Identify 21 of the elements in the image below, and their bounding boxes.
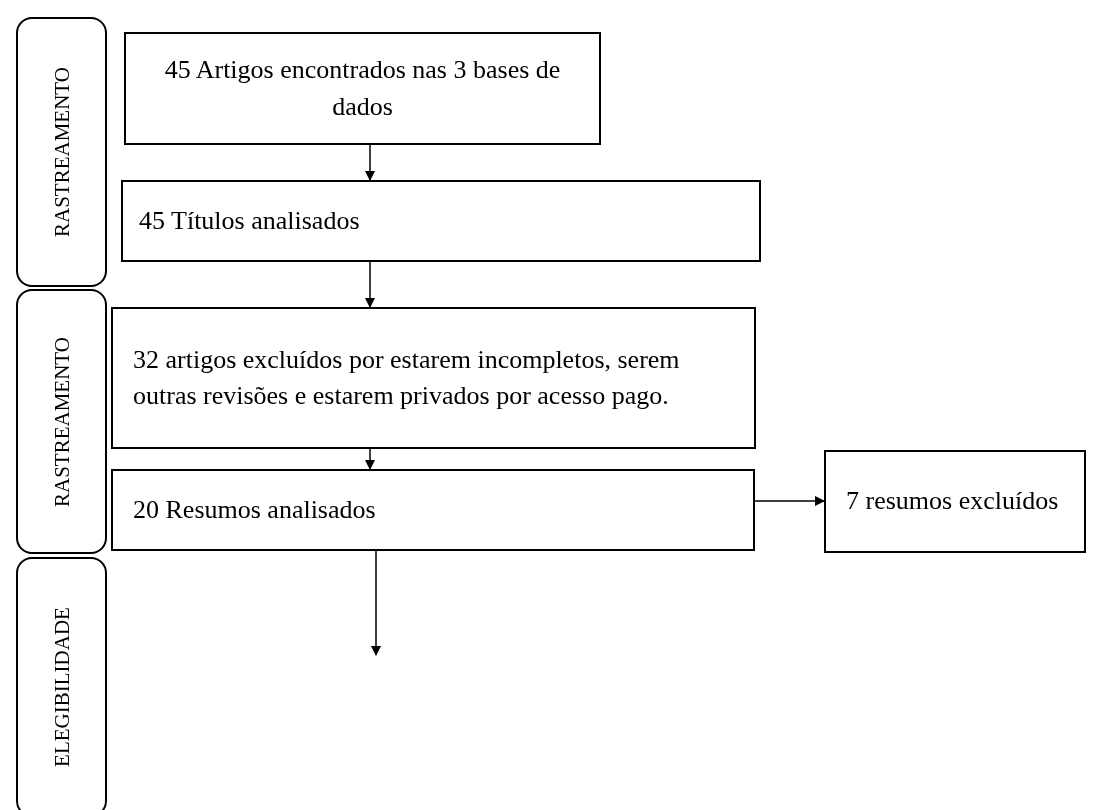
box-text: 20 Resumos analisados: [133, 493, 376, 526]
process-box: [121, 180, 761, 262]
box-text: 32 artigos excluídos por estarem incompletos, serem outras revisões e estarem privados por acesso pago.: [133, 343, 681, 412]
box-text: 45 Artigos encontrados nas 3 bases de dados: [163, 54, 562, 123]
phase-band: [16, 17, 107, 287]
arrow: [365, 448, 375, 470]
process-box: [111, 307, 756, 449]
phase-label: RASTREAMENTO: [51, 336, 72, 507]
arrow: [365, 261, 375, 308]
arrow: [365, 144, 375, 181]
arrow: [371, 550, 381, 656]
phase-band: [16, 557, 107, 810]
box-text: 45 Títulos analisados: [139, 204, 360, 237]
arrow: [754, 496, 825, 506]
phase-band: [16, 289, 107, 554]
process-box: [111, 469, 755, 551]
phase-label: RASTREAMENTO: [51, 67, 72, 237]
phase-label: ELEGIBILIDADE: [51, 607, 72, 767]
box-text: 7 resumos excluídos: [846, 485, 1059, 518]
process-box: [124, 32, 601, 145]
process-box: [824, 450, 1086, 553]
